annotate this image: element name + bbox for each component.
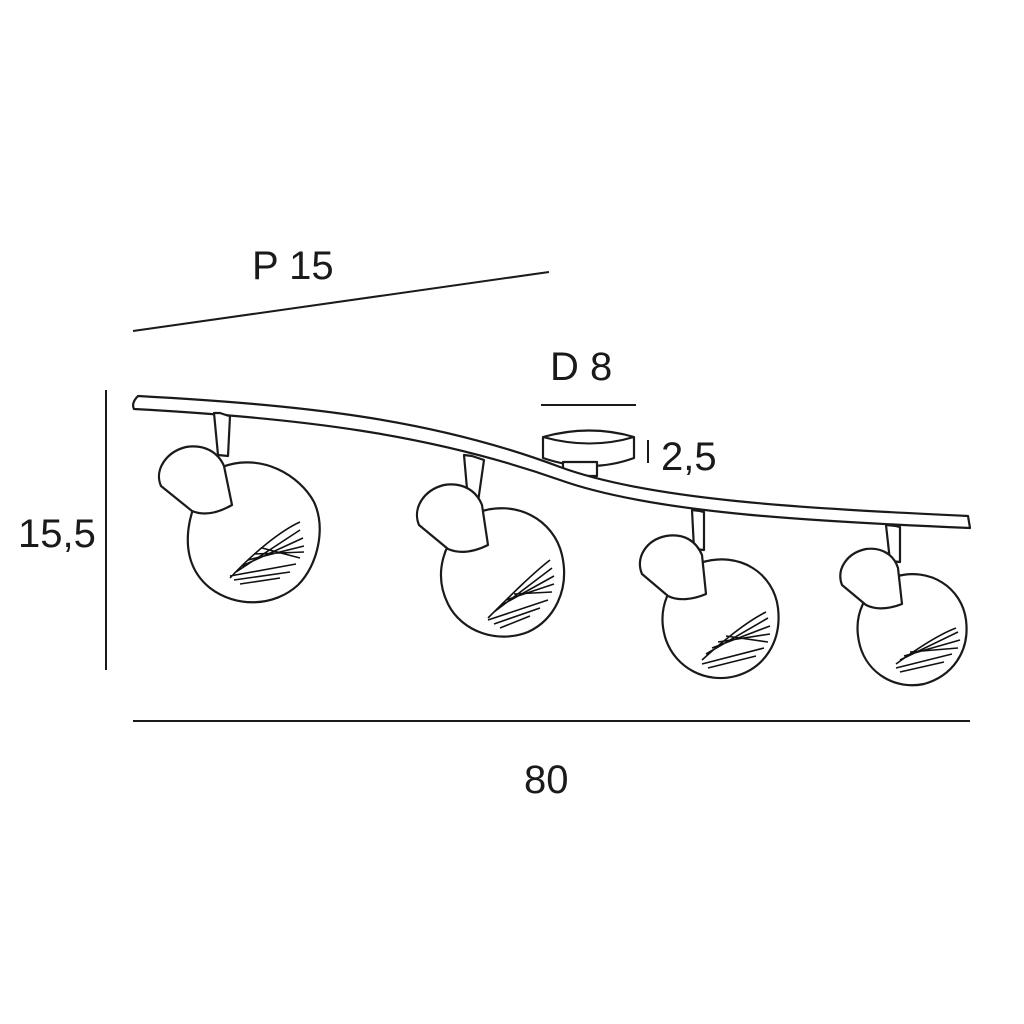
spotlight-3-reflection: [701, 611, 771, 669]
spotlight-2-reflection: [487, 559, 555, 629]
spotlight-2: [416, 453, 566, 638]
spotlight-3: [638, 508, 780, 680]
spotlight-2-holder: [416, 483, 490, 553]
depth-dimension: P 15: [132, 244, 550, 332]
depth-label: P 15: [252, 244, 334, 288]
height-label: 15,5: [18, 512, 96, 556]
canopy-body: [541, 429, 636, 468]
base-height-label: 2,5: [661, 435, 717, 479]
base-diameter-label: D 8: [550, 345, 612, 389]
canopy-top-edge: [542, 436, 635, 445]
spotlight-4-holder: [839, 547, 904, 610]
spotlight-1-arm: [212, 411, 232, 458]
height-dimension: 15,5: [18, 390, 107, 670]
depth-dimension-line: [132, 271, 550, 332]
base-height-dimension: 2,5: [647, 435, 717, 479]
spotlight-4: [839, 523, 968, 687]
base-diameter-dimension: D 8: [541, 345, 636, 406]
spotlight-3-holder: [638, 534, 708, 601]
spotlight-4-reflection: [895, 627, 961, 673]
spotlight-1-holder: [158, 445, 234, 515]
width-label: 80: [524, 758, 569, 802]
spotlight-1: [158, 411, 321, 604]
spotlight-1-reflection: [229, 521, 305, 585]
width-dimension: 80: [133, 720, 970, 802]
